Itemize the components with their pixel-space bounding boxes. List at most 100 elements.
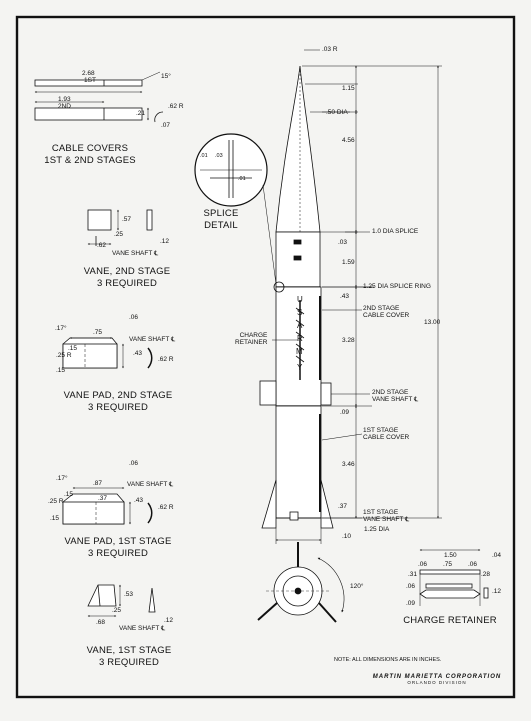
rocket-drawing	[257, 65, 345, 623]
dim-10: .10	[342, 533, 352, 540]
pad2-dim-75: .75	[93, 329, 103, 336]
dim-37: .37	[338, 503, 348, 510]
pad1-dim-43: .43	[134, 497, 144, 504]
vane2-shaft-label: VANE SHAFT ℄	[112, 250, 159, 257]
dim-03: .03	[338, 239, 348, 246]
pad1-dim-37: .37	[98, 495, 108, 502]
rocket-dimensions	[272, 49, 442, 544]
body-letter: Y	[297, 363, 303, 372]
splice-dim-01a: .01	[200, 153, 208, 159]
dim-3-46: 3.46	[342, 461, 355, 468]
dim-15-deg: 15°	[161, 73, 171, 80]
dim-3-28: 3.28	[342, 337, 355, 344]
ret-dim-28: .28	[481, 571, 491, 578]
title-block: MARTIN MARIETTA CORPORATION ORLANDO DIVI…	[368, 674, 506, 685]
pad1-dim-62r: .62 R	[158, 504, 174, 511]
dim-1-15: 1.15	[342, 85, 355, 92]
dimensions-note: NOTE: ALL DIMENSIONS ARE IN INCHES.	[334, 657, 442, 663]
cable-covers-drawing	[34, 71, 164, 123]
vane1-shaft-label: VANE SHAFT ℄	[119, 625, 166, 632]
ret-dim-06b: .06	[468, 561, 478, 568]
pad1-dim-17deg: .17°	[56, 475, 68, 482]
dim-2-68: 2.68	[82, 70, 95, 77]
dim-1st: 1ST	[84, 77, 96, 84]
dim-4-56: 4.56	[342, 137, 355, 144]
sheet-border	[15, 15, 516, 699]
vane2-dim-25: .25	[114, 231, 124, 238]
nose-dia-label: .50 DIA	[326, 109, 348, 116]
dim-62r: .62 R	[168, 103, 184, 110]
splice-dim-03: .03	[215, 153, 223, 159]
splice-detail-drawing	[194, 133, 277, 285]
dim-21: .21	[136, 110, 146, 117]
dim-1-59: 1.59	[342, 259, 355, 266]
vane1-dim-12: .12	[164, 617, 174, 624]
pad1-dim-15b: .15	[50, 515, 60, 522]
pad2-dim-25r: .25 R	[56, 352, 72, 359]
body-letter: R	[297, 334, 303, 343]
pad1-shaft-label: VANE SHAFT ℄	[127, 481, 174, 488]
base-dia-label: 1.25 DIA	[364, 526, 390, 533]
pad2-dim-15: .15	[68, 345, 78, 352]
pad2-dim-43: .43	[133, 350, 143, 357]
ret-dim-04: .04	[492, 552, 502, 559]
ret-dim-09: .09	[406, 600, 416, 607]
dim-43: .43	[340, 293, 350, 300]
body-letter: U	[297, 295, 303, 304]
ret-dim-06a: .06	[418, 561, 428, 568]
vane2-dim-12: .12	[160, 238, 170, 245]
vane-pad-1st-stage-drawing	[62, 487, 153, 525]
division-name: ORLANDO DIVISION	[407, 680, 467, 685]
body-letter: M	[296, 347, 303, 356]
dim-2nd: 2ND	[58, 103, 72, 110]
ret-dim-75: .75	[443, 561, 453, 568]
pad1-dim-15: .15	[64, 491, 74, 498]
splice-dim-01b: .01	[238, 176, 246, 182]
vane1-dim-53: .53	[124, 591, 134, 598]
vane2-dim-62: .62	[97, 242, 107, 249]
pad2-dim-15b: .15	[56, 367, 66, 374]
vane-pad-2nd-stage-drawing	[62, 337, 153, 369]
pad1-dim-25r: .25 R	[48, 498, 64, 505]
body-letter: S	[297, 308, 303, 317]
pad2-shaft-label: VANE SHAFT ℄	[129, 336, 176, 343]
dim-13-00: 13.00	[424, 319, 441, 326]
vane-2nd-stage-drawing	[87, 209, 153, 246]
vane-1st-stage-drawing	[87, 584, 156, 617]
ret-dim-12: .12	[492, 588, 502, 595]
nose-radius-label: .03 R	[322, 46, 338, 53]
pad2-dim-17deg: .17°	[55, 325, 67, 332]
vane2-dim-57: .57	[122, 216, 132, 223]
dim-1-93: 1.93	[58, 96, 71, 103]
vane1-dim-25: .25	[112, 607, 122, 614]
dim-09: .09	[340, 409, 350, 416]
company-name: MARTIN MARIETTA CORPORATION	[372, 674, 502, 680]
ret-dim-1-50: 1.50	[444, 552, 457, 559]
splice-ring-label: 1.25 DIA SPLICE RING	[363, 283, 431, 290]
ret-dim-06c: .06	[406, 583, 416, 590]
pad1-dim-87: .87	[93, 480, 103, 487]
caption-charge-retainer: CHARGE RETAINER	[403, 615, 497, 626]
pad1-dim-06: .06	[129, 460, 139, 467]
ret-dim-31: .31	[408, 571, 418, 578]
pad2-dim-62r: .62 R	[158, 356, 174, 363]
pad2-dim-06: .06	[129, 314, 139, 321]
body-letter: A	[297, 321, 303, 330]
splice-dia-label: 1.0 DIA SPLICE	[372, 228, 419, 235]
dim-07: .07	[161, 122, 171, 129]
charge-retainer-drawing	[419, 549, 489, 606]
angle-120: 120°	[350, 583, 364, 590]
